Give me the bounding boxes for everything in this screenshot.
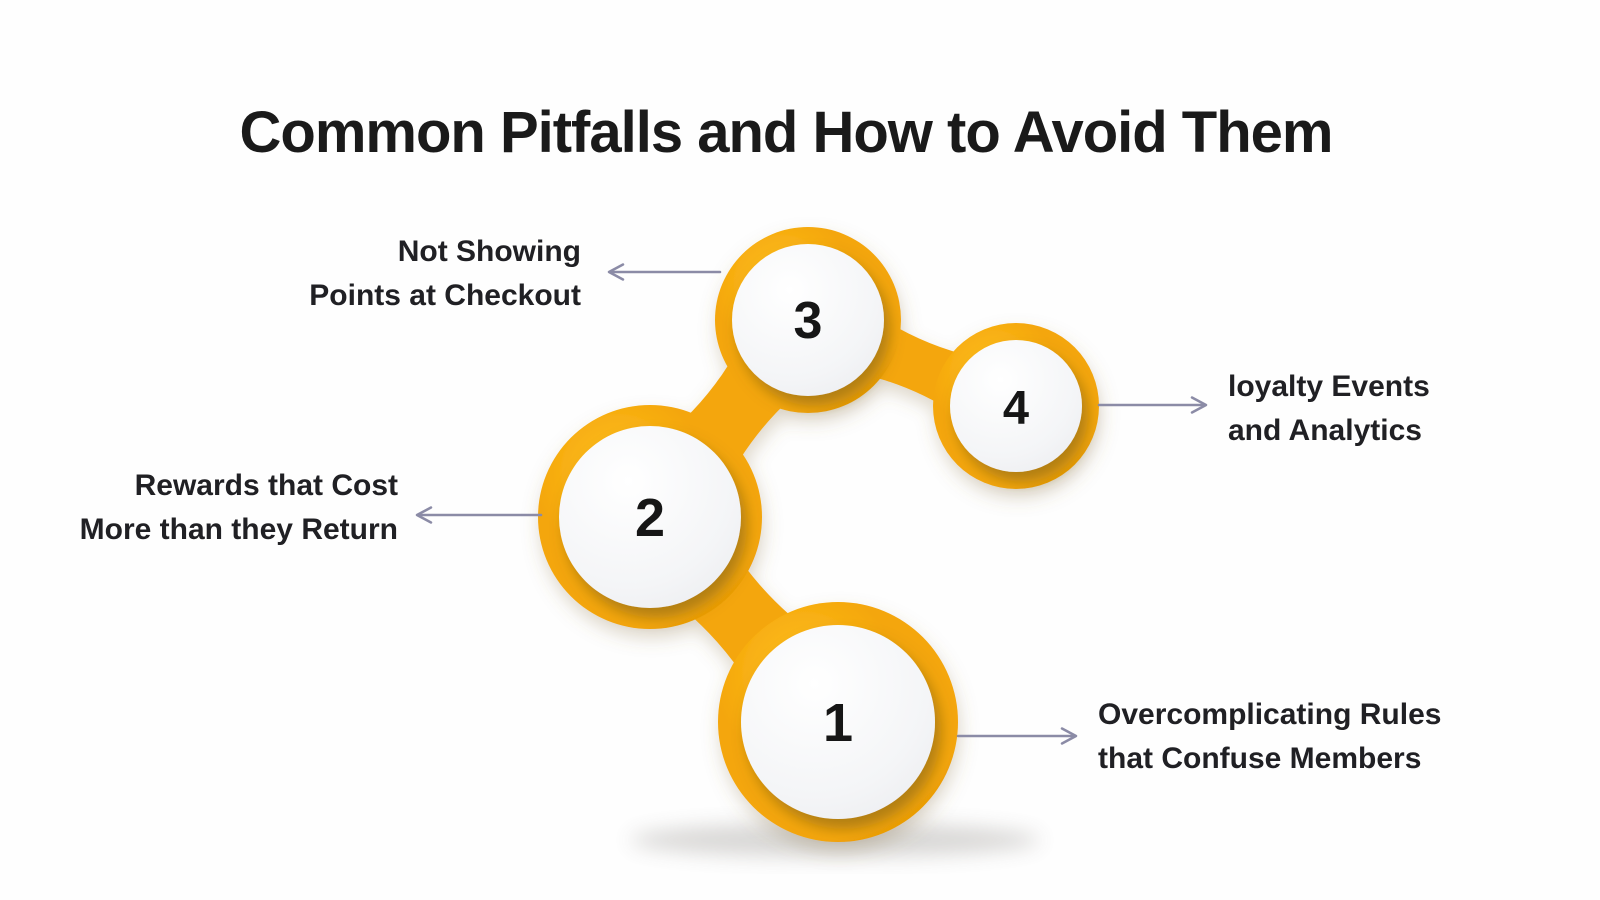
step-label-line: Not Showing [397, 235, 581, 268]
step-number-4: 4 [1002, 380, 1030, 434]
step-label-1: Overcomplicating Rules that Confuse Memb… [1098, 693, 1441, 781]
arrows-group [415, 263, 1208, 745]
step-circle-inner-1 [741, 625, 935, 819]
arrow-step-4 [1097, 396, 1208, 414]
arrow-step-2 [415, 506, 543, 524]
arrow-step-1 [956, 727, 1078, 745]
step-label-3: Not Showing Points at Checkout [309, 230, 581, 318]
step-circle-inner-2 [559, 426, 741, 608]
step-label-line: Points at Checkout [309, 279, 581, 312]
step-number-1: 1 [822, 693, 854, 753]
step-label-line: Rewards that Cost [134, 469, 398, 502]
step-label-line: and Analytics [1228, 414, 1422, 447]
step-label-line: Overcomplicating Rules [1098, 698, 1442, 731]
step-circle-inner-4 [950, 340, 1082, 472]
step-circle-inner-3 [732, 244, 884, 396]
arrow-step-3 [607, 263, 722, 281]
step-label-line: More than they Return [79, 513, 398, 546]
step-label-2: Rewards that Cost More than they Return [80, 464, 398, 552]
page-title: Common Pitfalls and How to Avoid Them [239, 99, 1334, 165]
step-label-line: that Confuse Members [1098, 742, 1422, 775]
step-label-line: loyalty Events [1228, 370, 1430, 403]
step-number-3: 3 [793, 292, 823, 350]
step-number-2: 2 [634, 488, 666, 548]
step-label-4: loyalty Events and Analytics [1228, 365, 1430, 453]
